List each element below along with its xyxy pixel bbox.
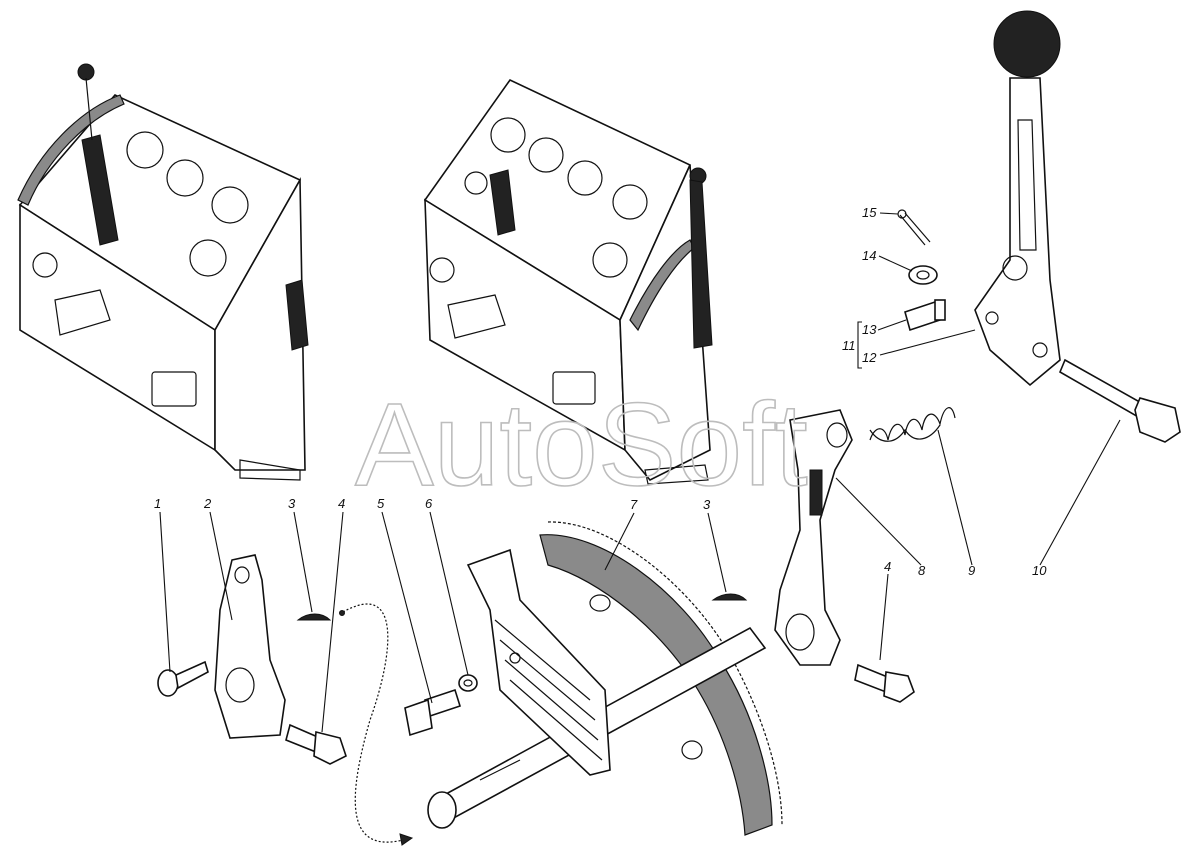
gear-sector-7 bbox=[539, 521, 783, 836]
callout-6: 6 bbox=[425, 496, 433, 511]
pin-bolt-13 bbox=[904, 299, 946, 332]
shift-lever-with-knob bbox=[974, 10, 1061, 387]
callout-7: 7 bbox=[630, 497, 638, 512]
leader-lines bbox=[159, 212, 1121, 733]
callout-1: 1 bbox=[154, 496, 161, 511]
bolt-4-left bbox=[285, 723, 347, 765]
washer-14-hole bbox=[916, 270, 930, 280]
callout-13: 13 bbox=[862, 322, 877, 337]
left-housing-assembly bbox=[17, 63, 309, 481]
callout-labels: 1 2 3 4 5 6 7 3 8 9 10 4 11 12 13 14 15 bbox=[154, 205, 1047, 578]
lock-washer-6-hole bbox=[463, 679, 473, 687]
callout-5: 5 bbox=[377, 496, 385, 511]
lever-arm-8 bbox=[774, 409, 853, 666]
callout-3-right: 3 bbox=[703, 497, 711, 512]
middle-housing-assembly bbox=[423, 78, 713, 485]
woodruff-key-3-left bbox=[296, 613, 332, 621]
callout-2: 2 bbox=[203, 496, 212, 511]
callout-15: 15 bbox=[862, 205, 877, 220]
lock-washer-6 bbox=[458, 674, 478, 692]
cotter-pin bbox=[897, 209, 931, 246]
assembly-path-start-dot bbox=[339, 610, 345, 616]
clamp-lever-2 bbox=[214, 554, 286, 739]
callout-4-right: 4 bbox=[884, 559, 891, 574]
assembly-path-line bbox=[342, 603, 411, 843]
watermark-text: AutoSoft bbox=[355, 379, 808, 511]
spring-9 bbox=[869, 407, 956, 442]
callout-14: 14 bbox=[862, 248, 876, 263]
assembly-arrowhead bbox=[399, 833, 414, 846]
callout-9: 9 bbox=[968, 563, 975, 578]
callout-11: 11 bbox=[842, 338, 856, 353]
small-screw-1 bbox=[157, 660, 209, 697]
callout-4-left: 4 bbox=[338, 496, 345, 511]
callout-10: 10 bbox=[1032, 563, 1047, 578]
callout-3-left: 3 bbox=[288, 496, 296, 511]
bolt-4-right bbox=[854, 663, 915, 703]
long-bolt-10 bbox=[1058, 358, 1181, 443]
washer-14 bbox=[908, 265, 938, 285]
bolt-5 bbox=[404, 688, 461, 737]
woodruff-key-3-right bbox=[711, 593, 748, 601]
ribbed-sector-plate bbox=[466, 548, 611, 776]
callout-12: 12 bbox=[862, 350, 877, 365]
callout-8: 8 bbox=[918, 563, 926, 578]
